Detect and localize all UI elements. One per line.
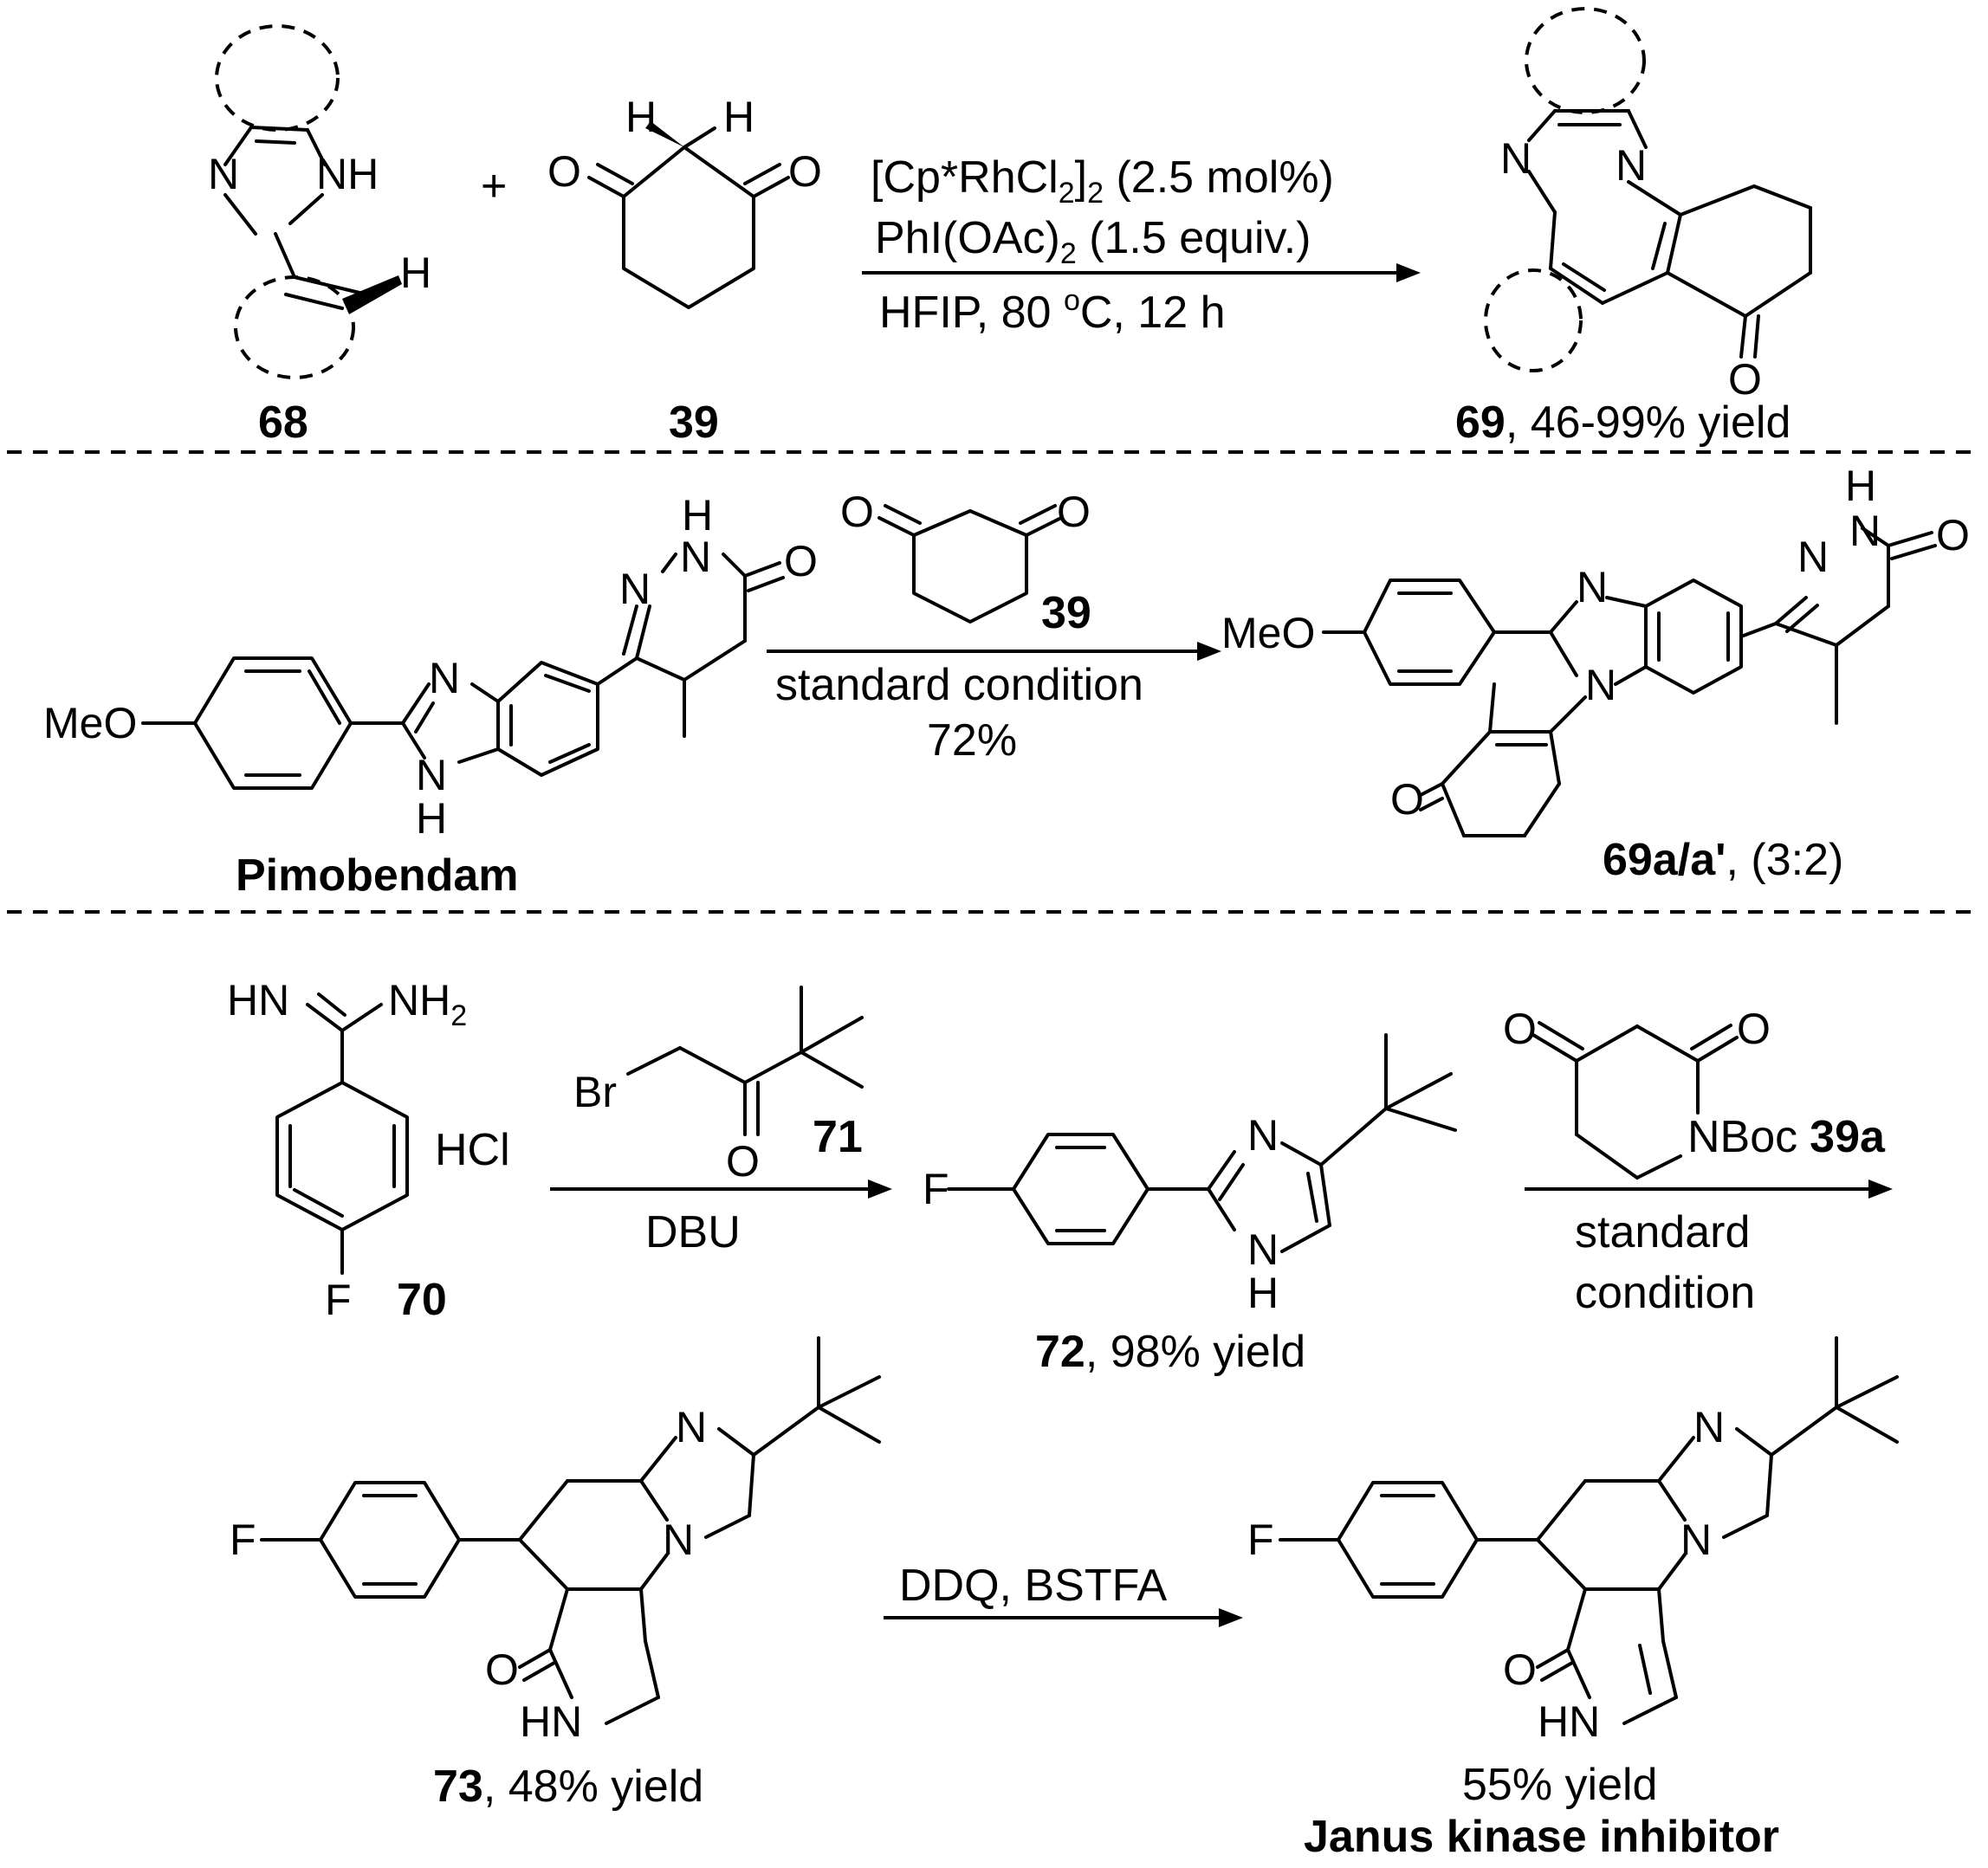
compound-70-label: 70 [397, 1275, 447, 1325]
oxidant-text: PhI(OAc)2 (1.5 equiv.) [875, 213, 1311, 270]
atom-o: O [788, 147, 822, 196]
atom-h: H [625, 93, 657, 141]
condition-text: standard condition [775, 660, 1143, 710]
atom-n: N [1616, 141, 1647, 190]
atom-o: O [840, 488, 874, 536]
atom-o: O [726, 1137, 760, 1186]
atom-br: Br [573, 1068, 617, 1116]
compound-72-structure: F N N H [923, 1033, 1457, 1317]
atom-n: N [619, 565, 651, 613]
atom-o: O [1936, 511, 1970, 559]
conditions-text: HFIP, 80 oC, 12 h [879, 284, 1226, 338]
reagent-39-structure: O O [840, 488, 1091, 624]
atom-n: N [1500, 134, 1531, 183]
atom-n: N [1693, 1403, 1725, 1451]
atom-meo: MeO [43, 699, 137, 747]
atom-o: O [1737, 1005, 1771, 1053]
atom-n: N [1849, 507, 1881, 555]
janus-kinase-label: Janus kinase inhibitor [1304, 1812, 1779, 1862]
atom-n: N [1585, 661, 1616, 709]
atom-h: H [1247, 1269, 1279, 1317]
compound-68-structure: N NH H [208, 24, 431, 379]
compound-69a-structure: MeO [1221, 462, 1970, 837]
compound-39-structure: O O H H [547, 93, 822, 309]
atom-hn: HN [227, 976, 289, 1024]
atom-f: F [923, 1165, 949, 1213]
compound-39-label: 39 [669, 398, 719, 448]
plus-sign: + [481, 161, 507, 211]
pimobendam-structure: MeO N [43, 491, 818, 843]
atom-n: N [676, 1403, 707, 1451]
yield-text: 72% [927, 715, 1017, 766]
atom-n: N [1247, 1111, 1279, 1160]
atom-hn: HN [520, 1697, 582, 1746]
hcl-text: HCl [435, 1125, 510, 1175]
atom-o: O [547, 147, 581, 196]
base-text: DBU [645, 1207, 741, 1257]
atom-n: N [1247, 1225, 1279, 1274]
atom-o: O [1503, 1645, 1537, 1694]
atom-n: N [663, 1516, 694, 1564]
atom-nh: NH [316, 150, 379, 198]
atom-n: N [416, 751, 447, 799]
janus-inhibitor-structure: F N [1247, 1336, 1899, 1746]
condition-line2: condition [1575, 1268, 1755, 1318]
compound-73-structure: F N N [230, 1336, 881, 1746]
atom-o: O [485, 1645, 519, 1694]
scheme-3: HN NH2 F HCl 70 Br O 71 [227, 976, 1899, 1862]
atom-h: H [416, 794, 447, 843]
compound-71-structure: Br O [573, 986, 864, 1186]
atom-f: F [325, 1276, 352, 1324]
oxidation-reagents-text: DDQ, BSTFA [899, 1561, 1167, 1611]
condition-line1: standard [1575, 1207, 1750, 1257]
atom-n: N [1577, 563, 1608, 611]
atom-nh2: NH2 [388, 976, 467, 1032]
atom-o: O [1728, 355, 1762, 404]
compound-71-label: 71 [813, 1112, 863, 1162]
reagent-39-label: 39 [1041, 588, 1091, 638]
atom-o: O [1057, 488, 1091, 536]
atom-h: H [400, 249, 431, 297]
atom-h: H [723, 93, 754, 141]
atom-n: N [1797, 533, 1829, 581]
atom-f: F [1247, 1516, 1274, 1564]
compound-69a-caption: 69a/a', (3:2) [1603, 835, 1843, 885]
atom-h: H [1845, 462, 1876, 510]
compound-73-caption: 73, 48% yield [433, 1761, 703, 1812]
atom-n: N [208, 150, 239, 198]
atom-o: O [1503, 1005, 1537, 1053]
atom-o: O [1390, 775, 1424, 824]
compound-69-structure: N N O [1484, 7, 1812, 404]
final-yield-text: 55% yield [1462, 1760, 1657, 1810]
compound-69-caption: 69, 46-99% yield [1455, 398, 1790, 448]
compound-70-structure: HN NH2 F [227, 976, 467, 1324]
compound-39a-structure: O O [1503, 1005, 1771, 1180]
atom-o: O [784, 537, 818, 585]
atom-n: N [1680, 1516, 1712, 1564]
atom-hn: HN [1538, 1697, 1600, 1746]
atom-n: N [429, 654, 460, 702]
atom-h: H [682, 491, 713, 540]
atom-meo: MeO [1221, 609, 1315, 657]
pimobendam-label: Pimobendam [236, 850, 519, 901]
scheme-1: N NH H 68 + O O H H 39 [Cp*RhCl2]2 (2.5 … [208, 7, 1812, 448]
compound-68-label: 68 [258, 398, 308, 448]
atom-f: F [230, 1516, 256, 1564]
scheme-2: MeO N [43, 462, 1970, 901]
atom-n: N [680, 533, 711, 581]
catalyst-text: [Cp*RhCl2]2 (2.5 mol%) [871, 152, 1334, 210]
compound-72-caption: 72, 98% yield [1035, 1327, 1305, 1377]
